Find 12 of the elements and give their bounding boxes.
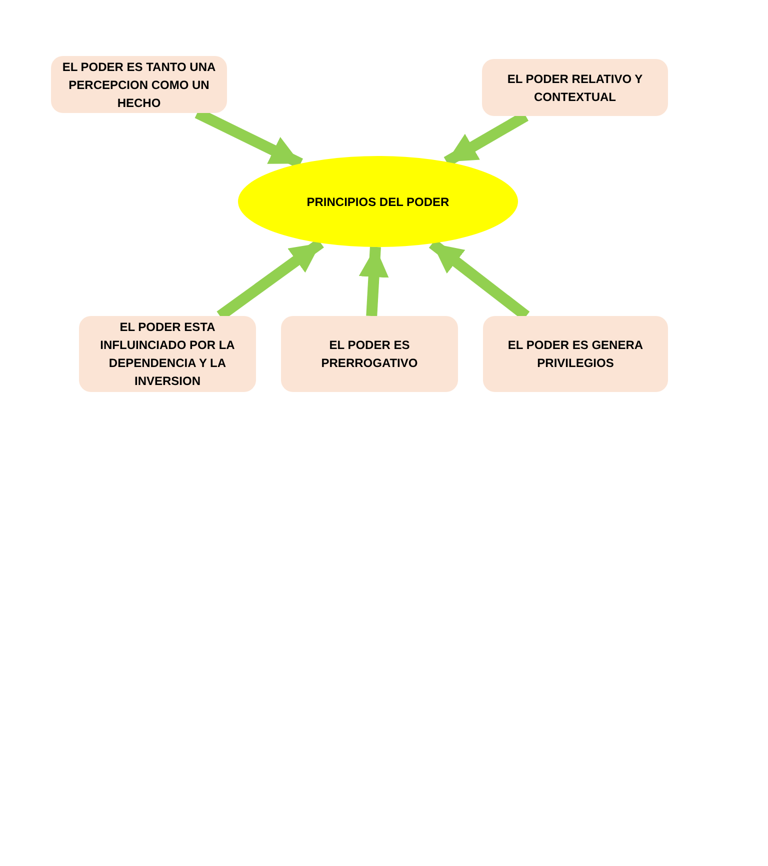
node-label: EL PODER ES GENERA PRIVILEGIOS [506,337,644,372]
node-label: EL PODER RELATIVO Y CONTEXTUAL [506,70,644,106]
concept-box [79,316,256,392]
node-label: EL PODER ES TANTO UNA PERCEPCION COMO UN HECHO [61,58,217,112]
concept-box [51,56,227,113]
concept-box [482,59,668,116]
node-label: EL PODER ES PRERROGATIVO [320,337,419,372]
concept-box [483,316,668,392]
node-label: EL PODER ESTA INFLUINCIADO POR LA DEPENDENCIA Y LA INVERSION [99,319,236,390]
node-label: PRINCIPIOS DEL PODER [306,194,450,210]
arrow [358,246,389,316]
concept-box [281,316,458,392]
